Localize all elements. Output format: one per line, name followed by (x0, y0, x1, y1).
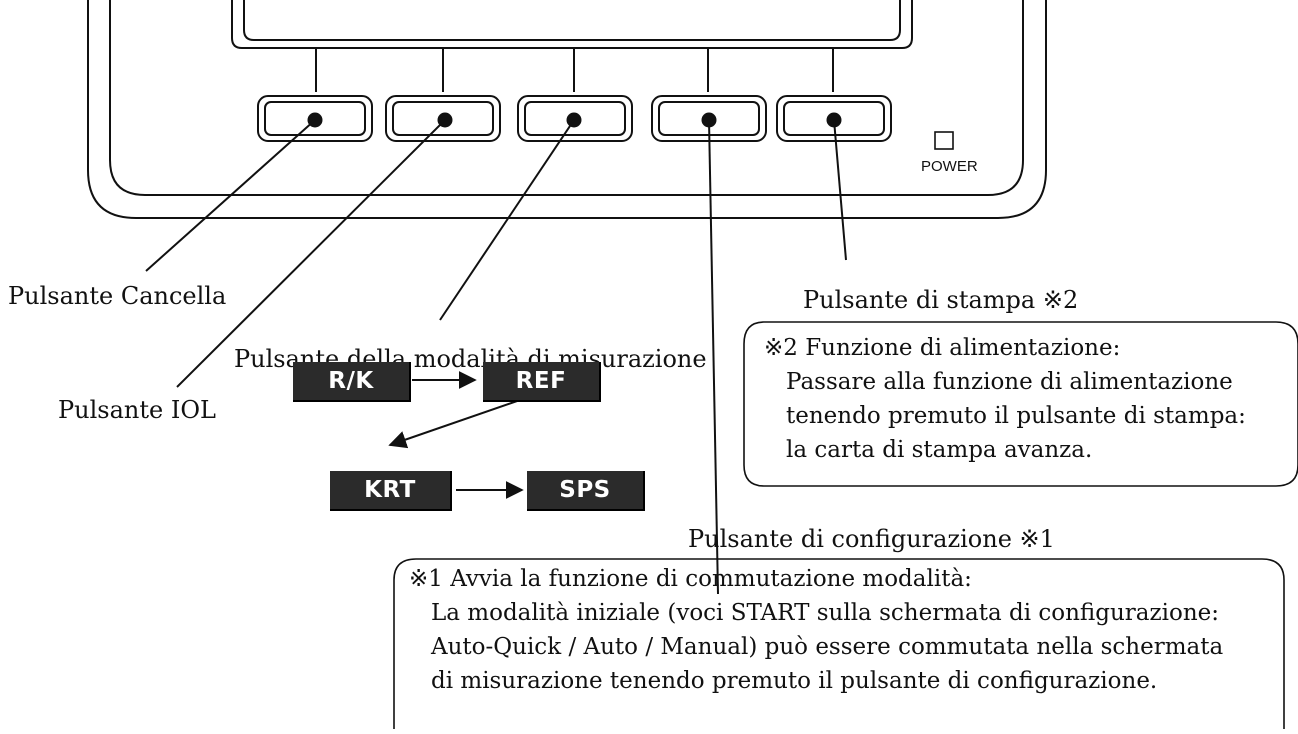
feed-note-line-3: la carta di stampa avanza. (786, 437, 1093, 463)
mode-rk-chip: R/K (293, 362, 411, 402)
feed-note-line-2: tenendo premuto il pulsante di stampa: (786, 403, 1246, 429)
mode-krt-chip: KRT (330, 471, 452, 511)
power-label: POWER (921, 158, 978, 175)
feed-note: ※2 Funzione di alimentazione: Passare al… (764, 331, 1246, 467)
switch-note-heading: ※1 Avvia la funzione di commutazione mod… (409, 566, 972, 592)
feed-note-line-1: Passare alla funzione di alimentazione (786, 369, 1233, 395)
iol-button-label: Pulsante IOL (58, 396, 216, 424)
switch-note-line-2: Auto-Quick / Auto / Manual) può essere c… (431, 634, 1224, 660)
feed-note-heading: ※2 Funzione di alimentazione: (764, 335, 1121, 361)
switch-note-box (393, 558, 1285, 729)
screen-frame (231, 0, 913, 49)
screen-inner (243, 0, 901, 41)
device-body-inner (109, 0, 1024, 196)
device-body-outer (87, 0, 1047, 219)
print-button-label: Pulsante di stampa ※2 (803, 286, 1079, 314)
setup-button-label: Pulsante di configurazione ※1 (688, 525, 1055, 553)
switch-note-line-3: di misurazione tenendo premuto il pulsan… (431, 668, 1158, 694)
mode-ref-chip: REF (483, 362, 601, 402)
switch-note: ※1 Avvia la funzione di commutazione mod… (409, 562, 1223, 698)
feed-note-box (743, 321, 1298, 487)
mode-sps-chip: SPS (527, 471, 645, 511)
clear-button-label: Pulsante Cancella (8, 282, 227, 310)
switch-note-line-1: La modalità iniziale (voci START sulla s… (431, 600, 1219, 626)
power-indicator-icon (934, 131, 954, 150)
